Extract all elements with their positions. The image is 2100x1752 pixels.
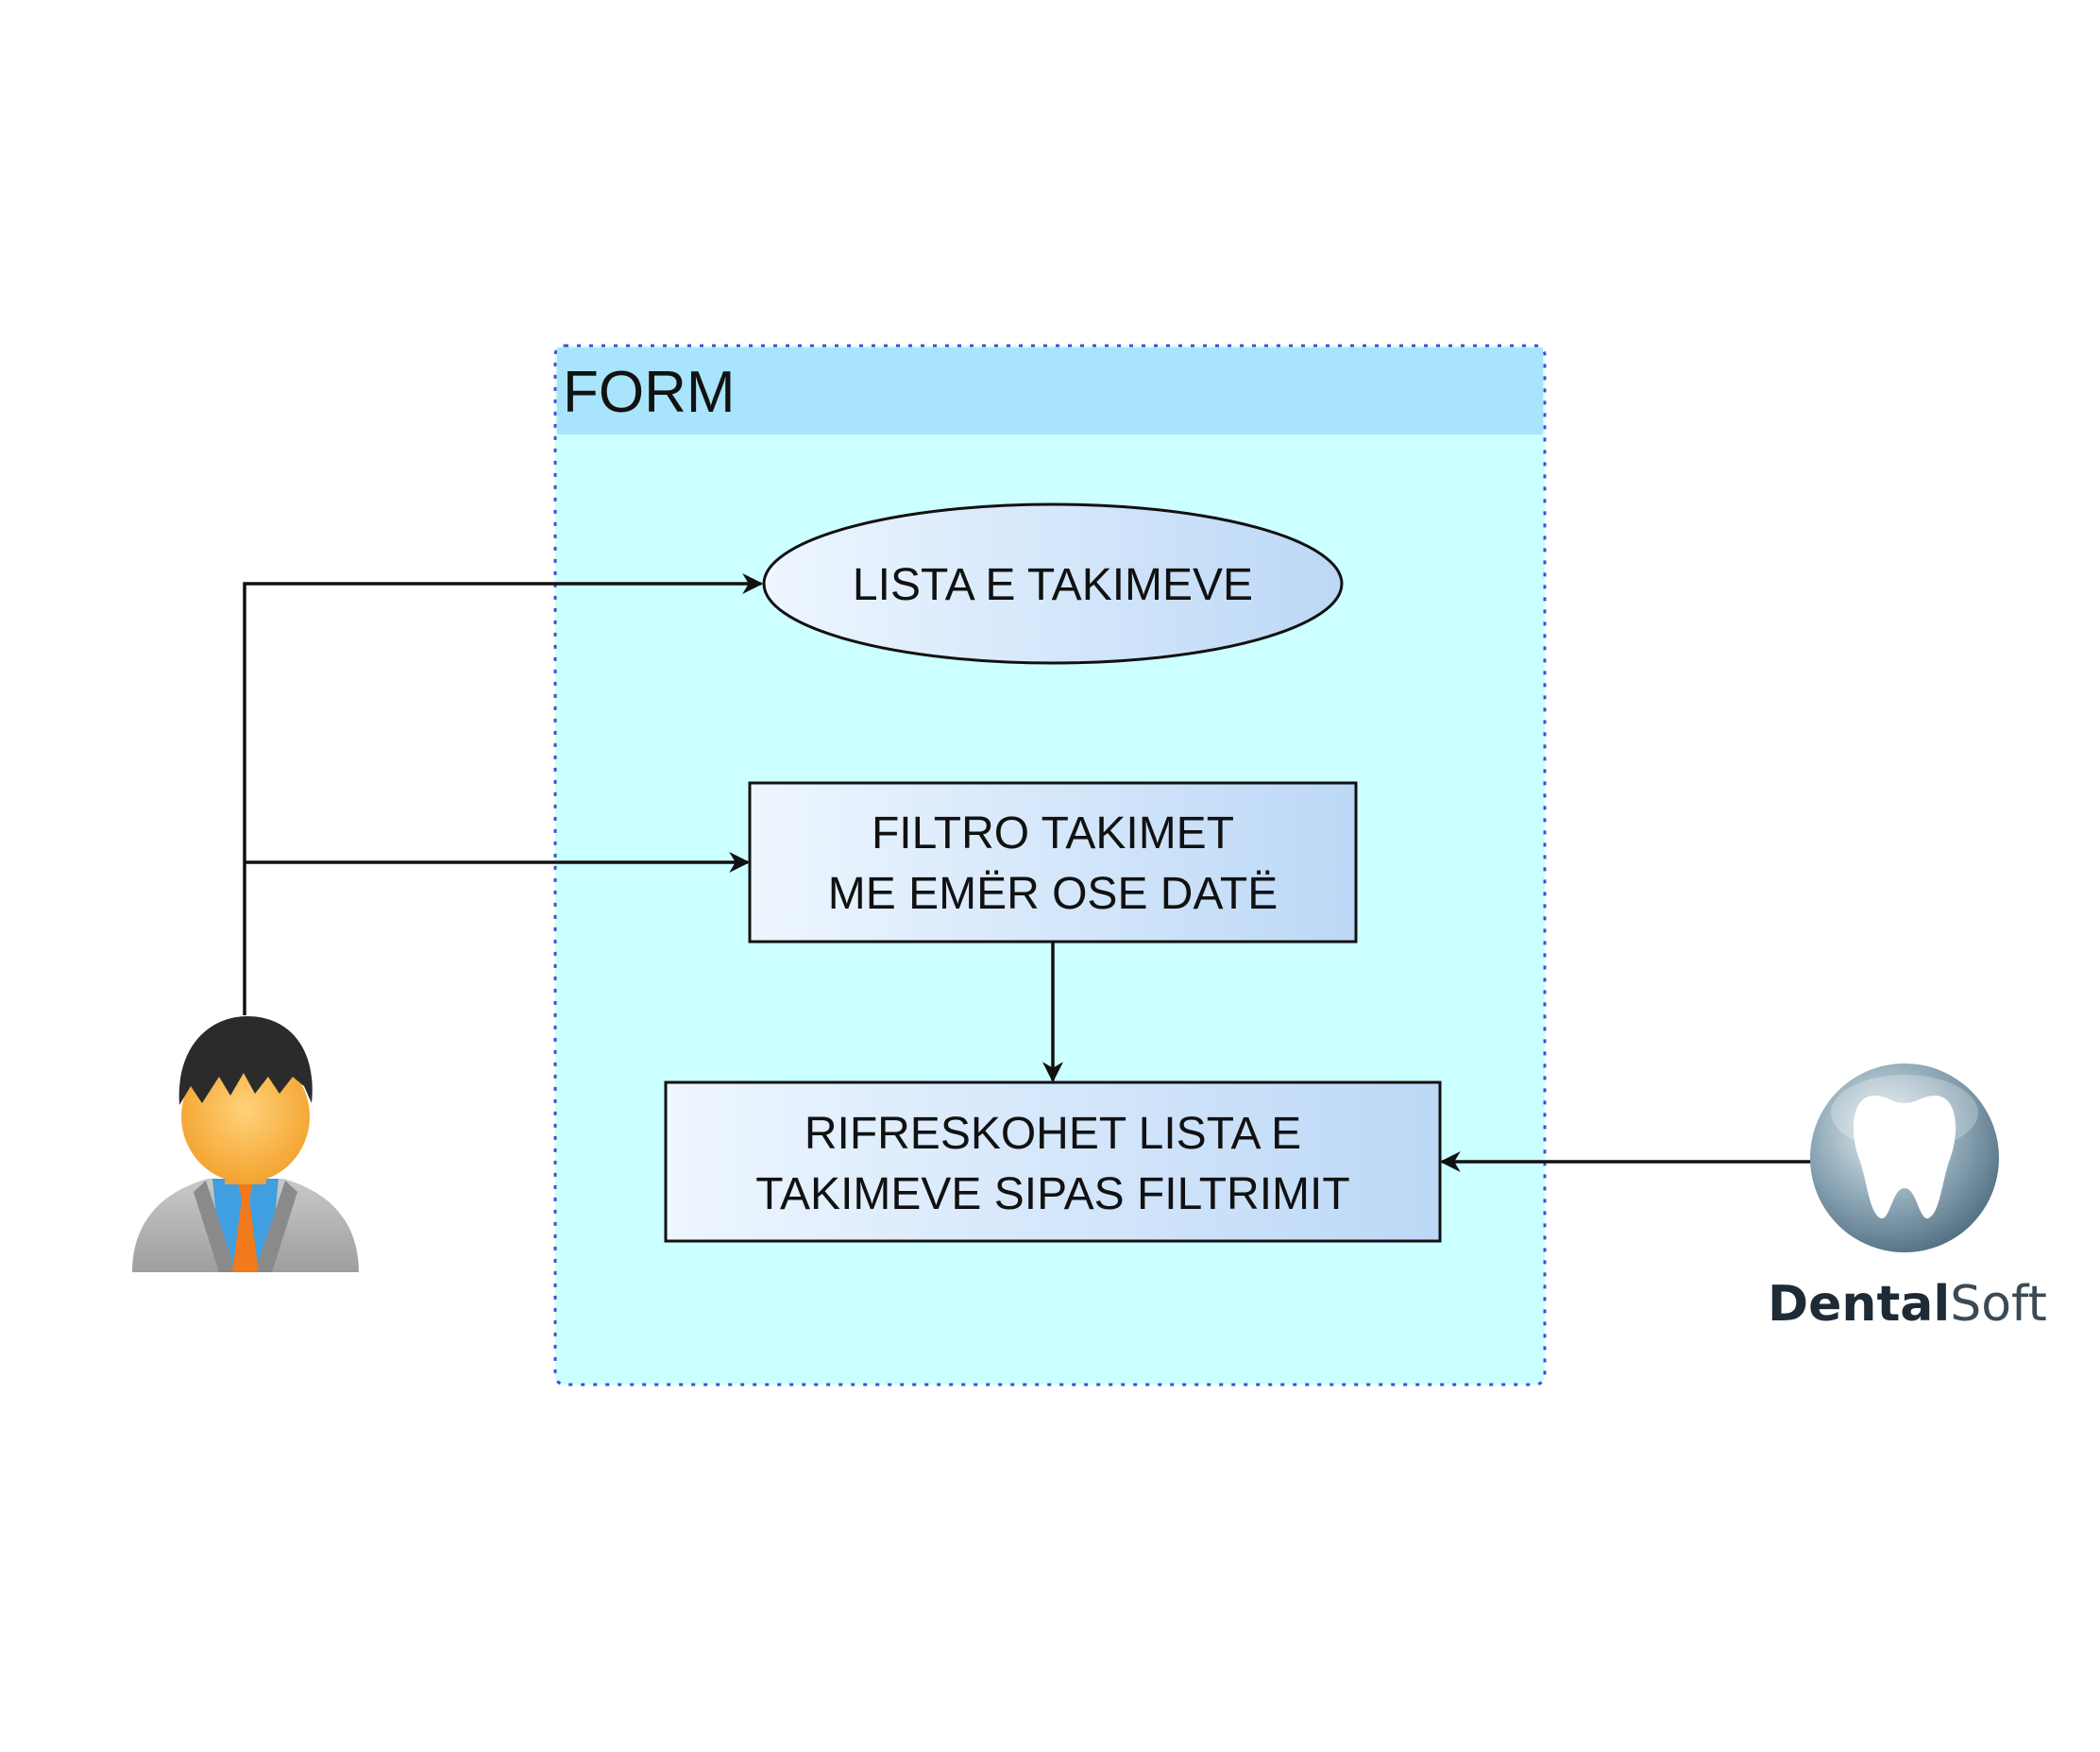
process-refresh-list[interactable]: RIFRESKOHET LISTA E TAKIMEVE SIPAS FILTR… <box>664 1080 1442 1243</box>
connectors <box>243 573 1811 1172</box>
process-filter-appointments[interactable]: FILTRO TAKIMET ME EMËR OSE DATË <box>748 781 1358 944</box>
dentalsoft-logo: DentalSoft <box>1768 1063 2047 1333</box>
user-avatar-icon <box>132 1016 359 1272</box>
refresh-label-line-1: RIFRESKOHET LISTA E <box>804 1109 1301 1159</box>
refresh-label-line-2: TAKIMEVE SIPAS FILTRIMIT <box>755 1169 1349 1219</box>
logo-text-bold: Dental <box>1768 1276 1950 1333</box>
logo-text-light: Soft <box>1950 1276 2047 1333</box>
filter-label-line-2: ME EMËR OSE DATË <box>828 869 1279 919</box>
form-title: FORM <box>563 360 736 425</box>
edge-user-to-list <box>243 573 764 1015</box>
svg-text:DentalSoft: DentalSoft <box>1768 1276 2047 1333</box>
filter-label-line-1: FILTRO TAKIMET <box>872 808 1234 859</box>
usecase-list-appointments[interactable]: LISTA E TAKIMEVE <box>762 502 1344 665</box>
usecase-list-label: LISTA E TAKIMEVE <box>853 560 1253 610</box>
